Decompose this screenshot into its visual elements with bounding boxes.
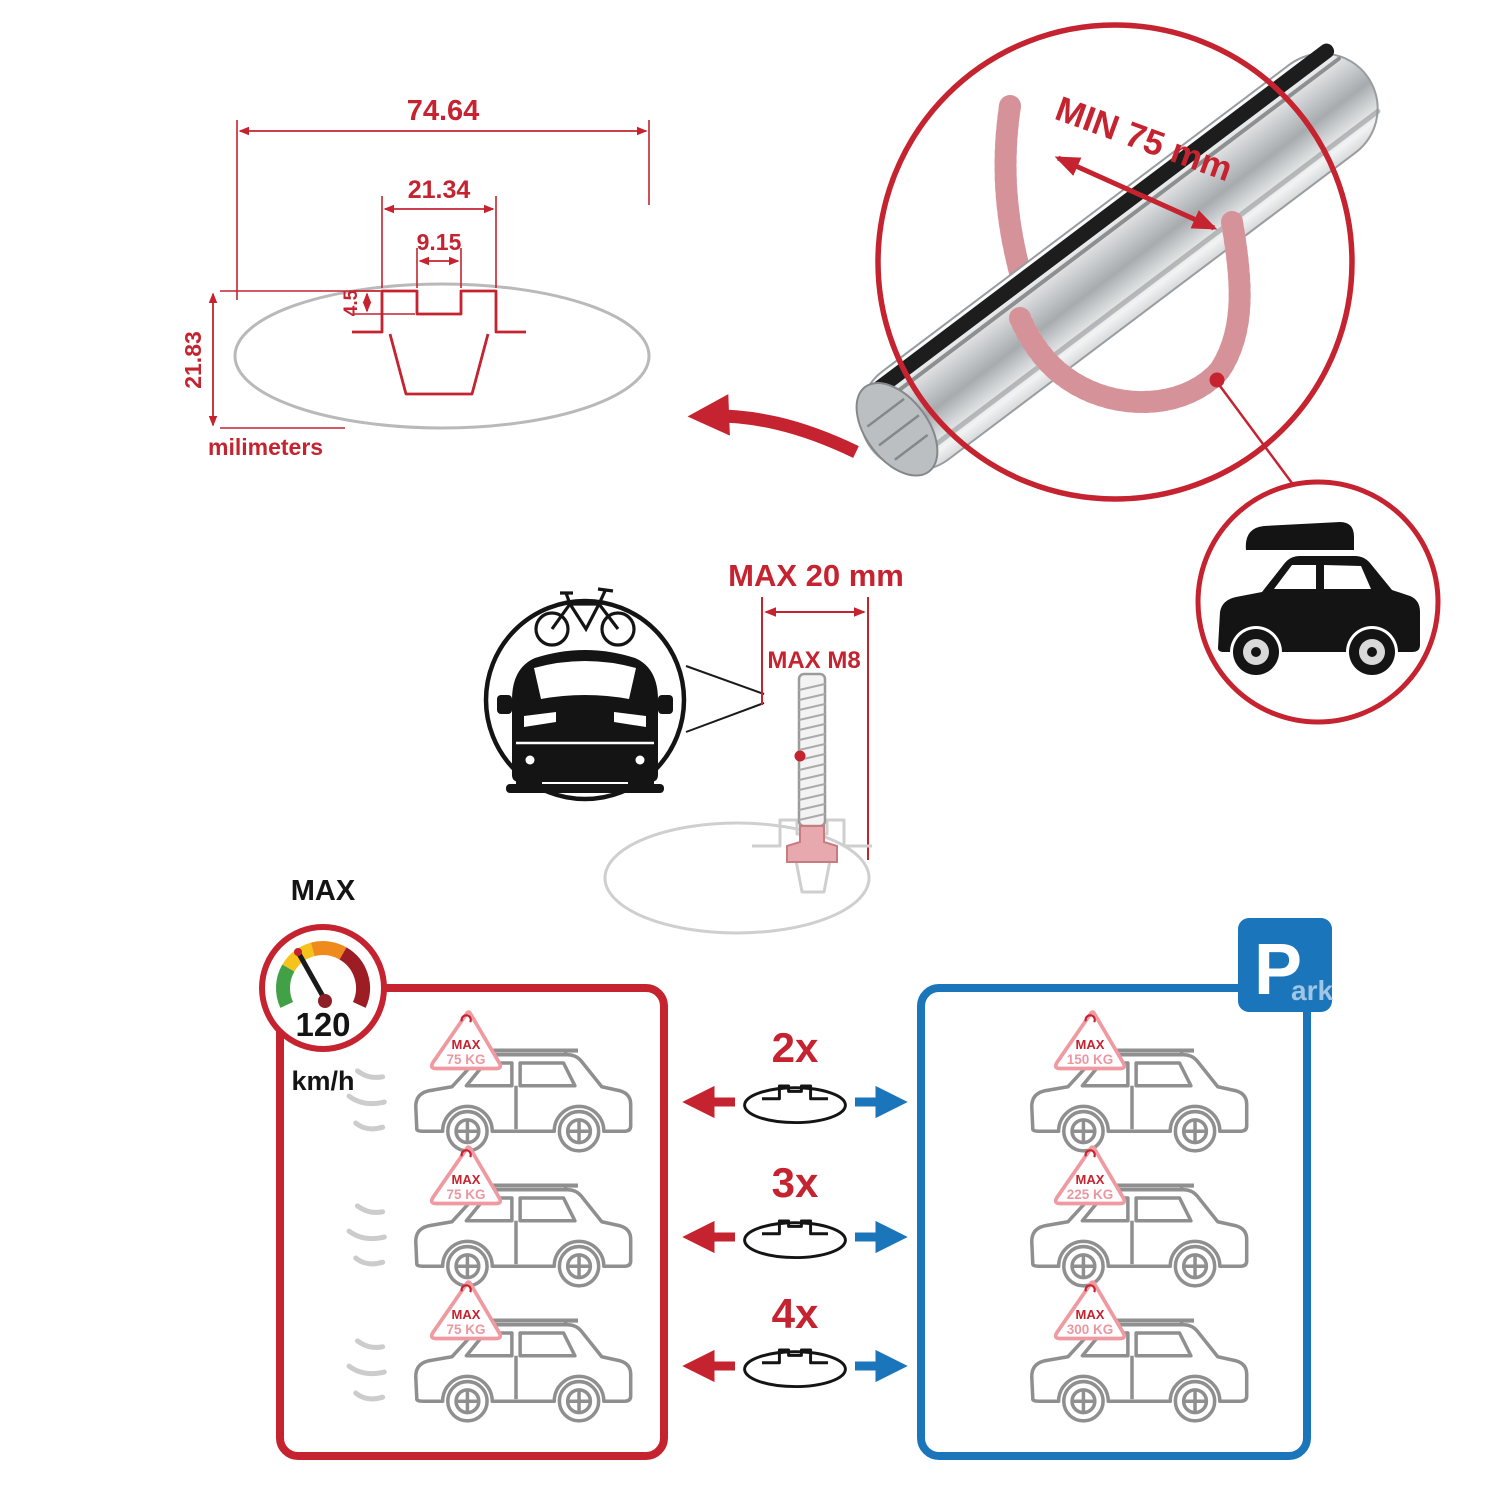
badge-title: MAX xyxy=(1076,1307,1105,1322)
dimension-total-width xyxy=(236,120,650,300)
magnifier-circle xyxy=(875,22,1355,502)
badge-load: 75 KG xyxy=(446,1052,485,1067)
crossbar-oval-icon xyxy=(743,1084,847,1125)
driving-cars: MAX 75 KG MAX 75 KG MAX 75 KG xyxy=(349,1010,631,1421)
arrow-to-cross-section-icon xyxy=(687,394,859,458)
aluminium-bar xyxy=(855,43,1381,477)
dim-lip-depth-label: 4.5 xyxy=(341,289,362,316)
dimension-channel-outer xyxy=(381,196,497,288)
max-bolt-label: MAX M8 xyxy=(767,647,860,674)
crossbar-oval-icon xyxy=(743,1219,847,1260)
badge-load: 300 KG xyxy=(1067,1322,1114,1337)
max-width-label: MAX 20 mm xyxy=(728,558,904,593)
dimension-bolt-width xyxy=(761,597,869,860)
speed-units: km/h xyxy=(291,1066,354,1096)
speed-max-label: MAX xyxy=(291,875,356,907)
dim-total-width-label: 74.64 xyxy=(407,95,480,127)
parked-cars: MAX 150 KG MAX 225 KG MAX 300 KG xyxy=(1032,1010,1247,1421)
speed-value: 120 xyxy=(295,1006,350,1043)
quantity-label: 3x xyxy=(772,1159,819,1206)
badge-load: 225 KG xyxy=(1067,1187,1114,1202)
parking-suffix: ark xyxy=(1291,975,1333,1006)
badge-title: MAX xyxy=(1076,1037,1105,1052)
badge-load: 75 KG xyxy=(446,1322,485,1337)
dimension-channel-opening xyxy=(416,248,462,288)
suv-roofbox-callout xyxy=(1195,479,1441,725)
badge-title: MAX xyxy=(1076,1172,1105,1187)
bolt-detail: MAX 20 mm MAX M8 xyxy=(603,558,904,935)
t-bolt-head xyxy=(786,825,838,863)
car-front-icon xyxy=(497,650,673,793)
badge-title: MAX xyxy=(452,1172,481,1187)
strap-front xyxy=(1009,211,1251,413)
badge-title: MAX xyxy=(452,1307,481,1322)
strap-anchor-dot xyxy=(1209,372,1225,388)
units-label: milimeters xyxy=(208,434,323,460)
dim-channel-outer-label: 21.34 xyxy=(408,176,471,204)
badge-load: 75 KG xyxy=(446,1187,485,1202)
bicycle-icon xyxy=(534,587,636,647)
bolt-anchor-dot xyxy=(794,750,806,762)
bar-end-cap xyxy=(855,382,939,477)
badge-load: 150 KG xyxy=(1067,1052,1114,1067)
load-capacity-section: MAX 120 km/h MAX 75 KG MAX xyxy=(259,875,1333,1460)
bar-oval-outline xyxy=(233,282,651,430)
suv-with-roofbox-icon xyxy=(1218,522,1420,675)
callout-wedge-lines xyxy=(685,665,765,733)
strap-back-leg xyxy=(994,95,1033,291)
parking-letter: P xyxy=(1254,930,1302,1010)
cross-section-diagram: 74.64 21.34 9.15 4.5 21.83 milimeters xyxy=(180,95,651,460)
speed-gauge-icon: 120 xyxy=(259,924,387,1052)
dim-total-height-label: 21.83 xyxy=(180,331,206,389)
bolt-icon xyxy=(786,672,838,863)
dimension-total-height xyxy=(208,290,380,429)
parking-sign: P ark xyxy=(1238,918,1333,1012)
t-slot-profile xyxy=(352,289,526,396)
crossbar-oval-icon xyxy=(743,1348,847,1389)
car-bike-callout xyxy=(483,587,687,802)
quantity-rows: 2x 3x 4x xyxy=(682,1024,908,1389)
quantity-label: 4x xyxy=(772,1290,819,1337)
dim-channel-opening-label: 9.15 xyxy=(417,229,462,255)
bar-render-callout: MIN 75 mm xyxy=(687,22,1381,503)
badge-title: MAX xyxy=(452,1037,481,1052)
quantity-label: 2x xyxy=(772,1024,819,1071)
min-span-arrow xyxy=(1054,155,1218,231)
